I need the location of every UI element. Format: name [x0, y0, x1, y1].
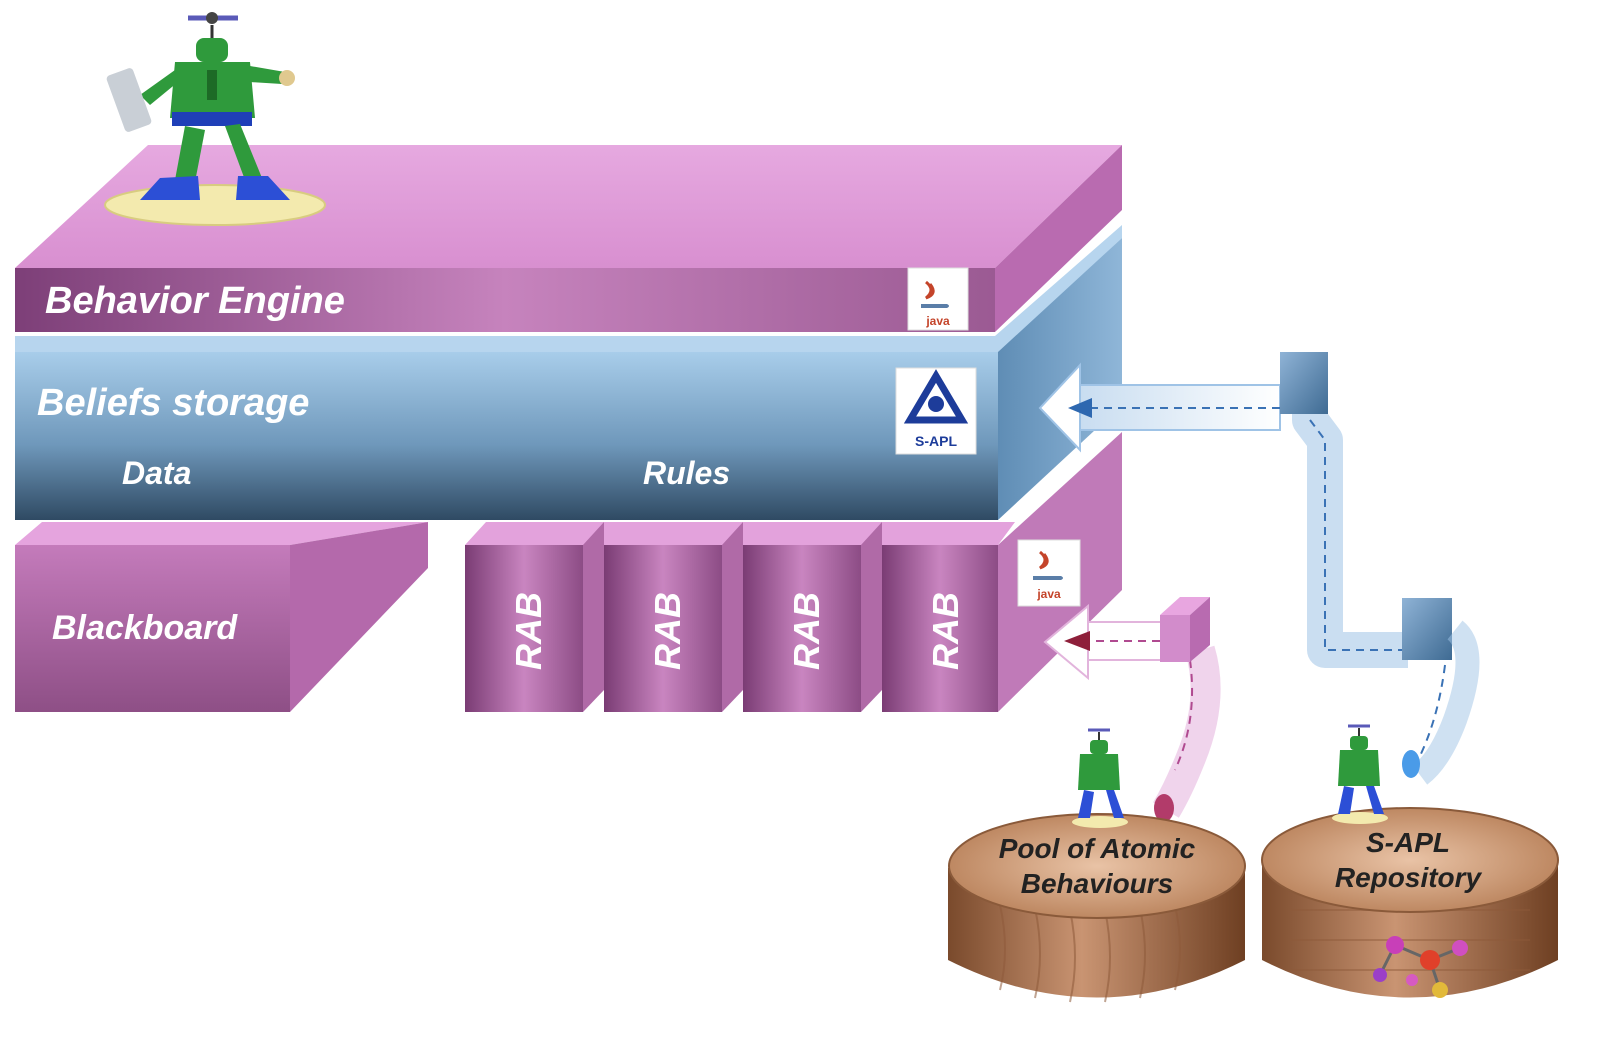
- pool-label-line2: Behaviours: [1021, 868, 1174, 899]
- blackboard-side: [290, 522, 428, 712]
- pool-drum-pattern: [999, 904, 1181, 1003]
- atomic-connector-box-side: [1190, 597, 1210, 662]
- sapl-arrow-tip: [1068, 398, 1092, 418]
- rab-group: RAB RAB RAB RAB java: [465, 432, 1122, 712]
- sapl-drop: [1402, 750, 1420, 778]
- atomic-connector-box-top: [1160, 597, 1210, 615]
- pool-drum-top: [948, 813, 1246, 919]
- behavior-engine-top: [15, 145, 1122, 268]
- blackboard-top: [15, 522, 428, 545]
- agent-robot-icon: [1072, 728, 1128, 828]
- sapl-pipeline: [1038, 352, 1480, 785]
- rab-block: [743, 545, 861, 712]
- rab-block: [604, 545, 722, 712]
- pool-repository: Pool of Atomic Behaviours: [948, 728, 1246, 1003]
- sapl-logo-icon: S-APL: [895, 367, 977, 455]
- blackboard-label: Blackboard: [52, 609, 238, 647]
- beliefs-storage-layer: Beliefs storage Data Rules S-APL: [15, 225, 1122, 520]
- beliefs-storage-top: [15, 225, 1122, 352]
- sapl-drum-top: [1261, 807, 1559, 913]
- agent-robot-icon: [1332, 724, 1388, 824]
- sapl-drop-tube: [1412, 620, 1480, 785]
- blackboard-front: [15, 545, 290, 712]
- sapl-connector-box: [1280, 352, 1328, 414]
- rab-block: [882, 545, 998, 712]
- pool-label-line1: Pool of Atomic: [999, 833, 1196, 864]
- behavior-engine-front: [15, 268, 995, 332]
- sapl-drop-dashes: [1417, 664, 1446, 761]
- rab-block-side: [722, 522, 743, 712]
- rab-label: RAB: [647, 592, 688, 670]
- sapl-repo-label-line2: Repository: [1335, 862, 1483, 893]
- rules-label: Rules: [643, 455, 730, 491]
- robot-platform: [104, 184, 326, 226]
- rab-label: RAB: [508, 592, 549, 670]
- sapl-badge-label: S-APL: [915, 433, 957, 449]
- beliefs-storage-side: [998, 238, 1122, 520]
- data-label: Data: [122, 455, 191, 491]
- behavior-engine-label: Behavior Engine: [45, 280, 345, 322]
- beliefs-storage-front: [15, 352, 998, 520]
- atomic-pipe-tube: [1153, 645, 1221, 818]
- sapl-repo-label-line1: S-APL: [1366, 827, 1450, 858]
- rab-label: RAB: [786, 592, 827, 670]
- java-logo-icon: java: [907, 267, 969, 331]
- atomic-connector-box: [1160, 615, 1190, 662]
- sapl-connector-box: [1402, 598, 1452, 660]
- java-label: java: [925, 314, 950, 328]
- atomic-arrow-tip: [1064, 631, 1090, 651]
- beliefs-storage-label: Beliefs storage: [37, 382, 309, 424]
- atomic-pipeline: [1043, 597, 1221, 822]
- rab-block: [465, 545, 583, 712]
- atomic-drop: [1154, 794, 1174, 822]
- java-logo-icon: java: [1017, 539, 1081, 607]
- rab-block-side: [861, 522, 882, 712]
- atomic-pipe-dashes: [1174, 659, 1194, 771]
- sapl-repository: S-APL Repository: [1261, 724, 1559, 998]
- agent-robot-icon: [104, 12, 326, 226]
- blackboard-block: Blackboard: [15, 522, 428, 712]
- behavior-engine-side: [995, 145, 1122, 332]
- rab-label: RAB: [925, 592, 966, 670]
- rab-block-side: [583, 522, 604, 712]
- behavior-engine-layer: Behavior Engine java: [15, 145, 1122, 332]
- molecule-icon: [1373, 936, 1468, 998]
- java-label: java: [1036, 587, 1061, 601]
